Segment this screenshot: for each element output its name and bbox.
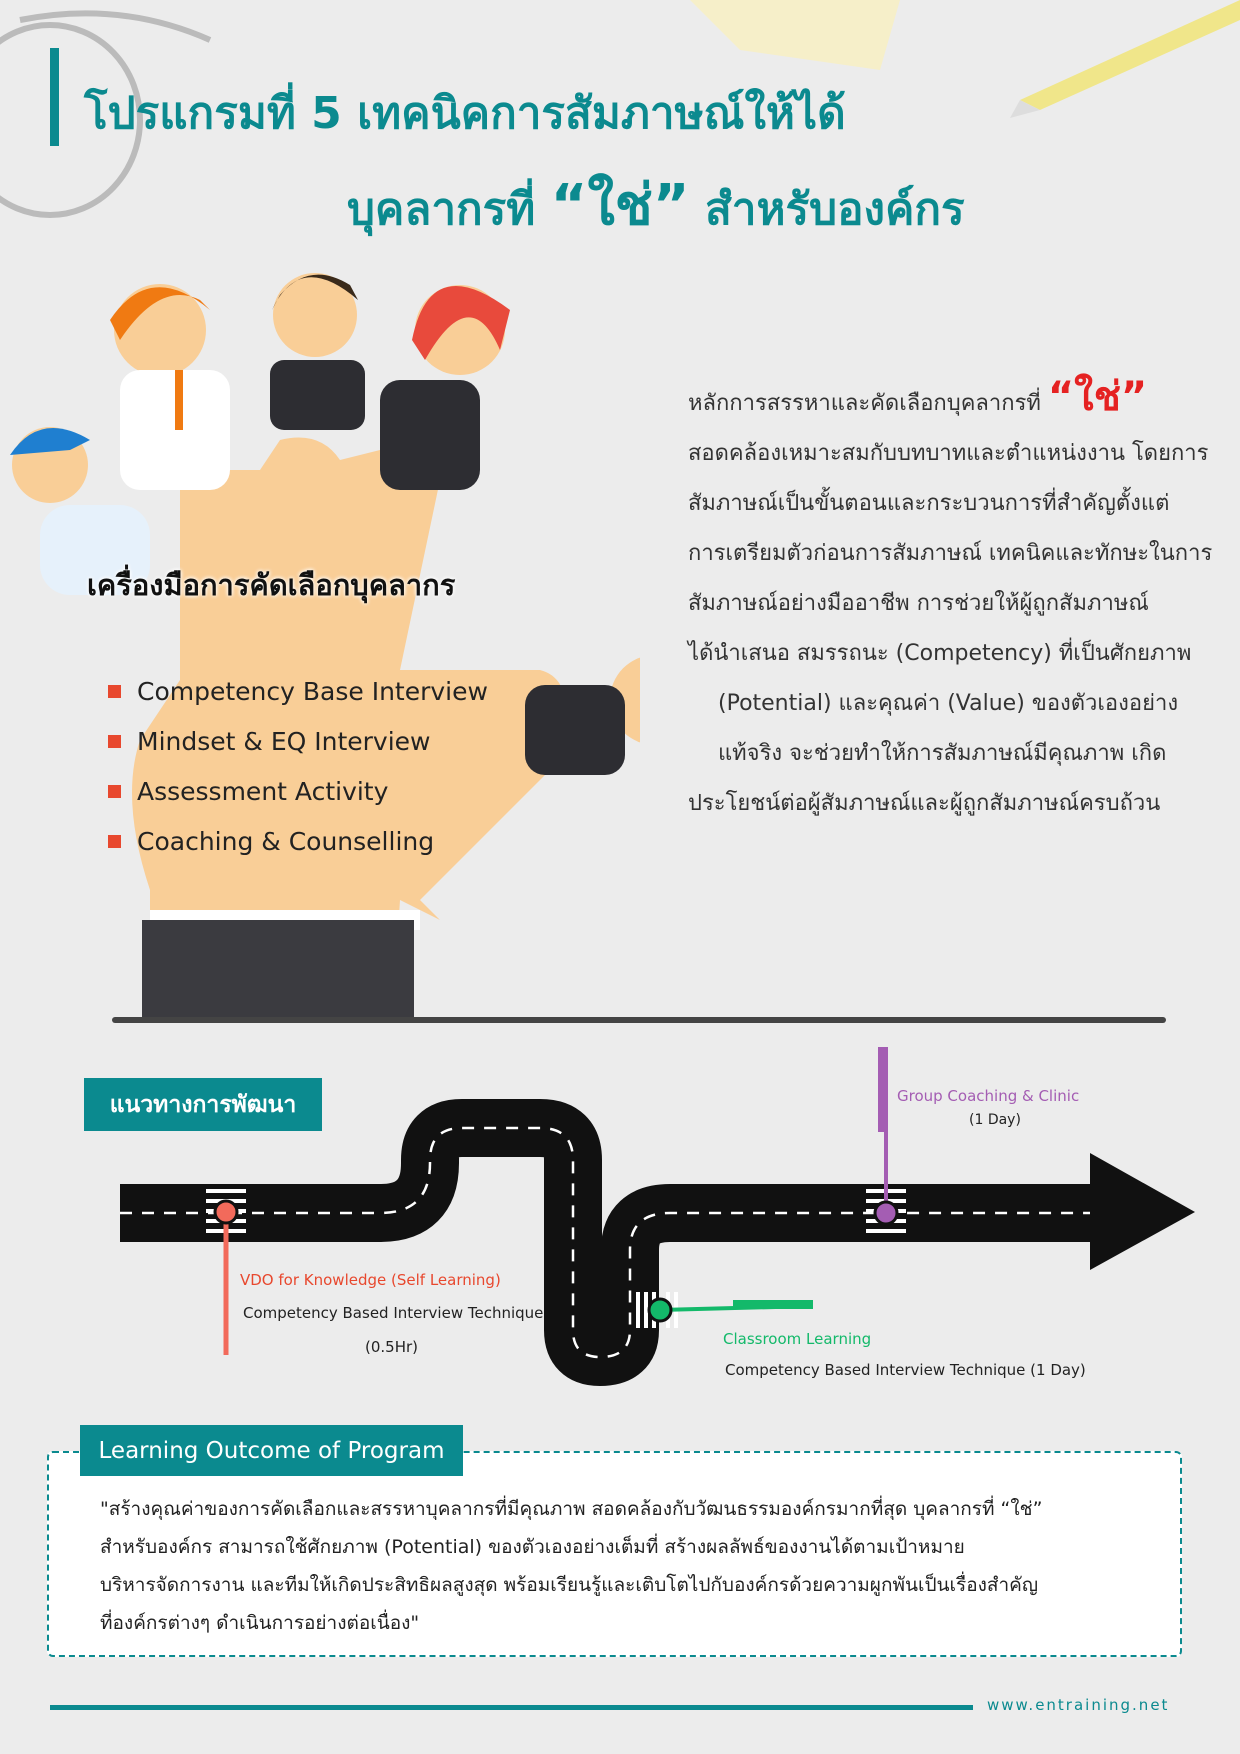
sleeve [142, 920, 414, 1020]
intro-line: สัมภาษณ์อย่างมืออาชีพ การช่วยให้ผู้ถูกสั… [688, 591, 1149, 616]
marker-vdo-icon [213, 1199, 239, 1355]
bullet-square-icon [108, 834, 121, 848]
intro-line: สัมภาษณ์เป็นขั้นตอนและกระบวนการที่สำคัญต… [688, 491, 1170, 516]
intro-line: สอดคล้องเหมาะสมกับบทบาทและตำแหน่งงาน โดย… [688, 441, 1209, 466]
arrowhead-icon [1090, 1153, 1195, 1270]
sticky-note-icon [690, 0, 900, 70]
intro-highlight: “ใช่” [1047, 374, 1148, 420]
outcome-line: สำหรับองค์กร สามารถใช้ศักยภาพ (Potential… [100, 1536, 965, 1558]
tool-item-label: Mindset & EQ Interview [137, 726, 431, 756]
person-blue-icon [10, 427, 150, 595]
bullet-square-icon [108, 734, 121, 748]
title-suffix: สำหรับองค์กร [704, 184, 965, 235]
tool-item: Assessment Activity [108, 766, 488, 816]
outcome-heading: Learning Outcome of Program [80, 1425, 463, 1476]
title-accent-bar [50, 48, 59, 146]
person-orange-icon [110, 284, 230, 490]
intro-line: แท้จริง จะช่วยทำให้การสัมภาษณ์มีคุณภาพ เ… [718, 741, 1167, 766]
step-classroom-title: Classroom Learning [723, 1330, 872, 1348]
road-center-line [120, 1126, 1095, 1359]
step-vdo-detail: Competency Based Interview Technique [243, 1304, 544, 1322]
background-decor [0, 0, 1240, 218]
pen-icon [1010, 0, 1240, 118]
outcome-text: "สร้างคุณค่าของการคัดเลือกและสรรหาบุคลาก… [100, 1490, 1160, 1642]
tool-item: Coaching & Counselling [108, 816, 488, 866]
page-title-line1: โปรแกรมที่ 5 เทคนิคการสัมภาษณ์ให้ได้ [84, 88, 846, 139]
outcome-line: บริหารจัดการงาน และทีมให้เกิดประสิทธิผลส… [100, 1574, 1039, 1596]
hand-illustration [10, 273, 640, 1020]
footer-line [50, 1705, 973, 1710]
bullet-square-icon [108, 784, 121, 798]
step-coaching-duration: (1 Day) [969, 1112, 1021, 1128]
intro-line: ได้นำเสนอ สมรรถนะ (Competency) ที่เป็นศั… [688, 641, 1192, 666]
step-classroom-detail: Competency Based Interview Technique (1 … [725, 1361, 1086, 1379]
intro-line: ประโยชน์ต่อผู้สัมภาษณ์และผู้ถูกสัมภาษณ์ค… [688, 791, 1161, 816]
title-quote: “ใช่” [550, 173, 690, 238]
glasses-icon [0, 10, 212, 218]
roadmap-label: แนวทางการพัฒนา [84, 1078, 322, 1131]
step-vdo-duration: (0.5Hr) [365, 1338, 419, 1356]
outcome-box [47, 1451, 1182, 1657]
road-path [120, 1099, 1095, 1386]
tool-item-label: Assessment Activity [137, 776, 389, 806]
person-red-hair-icon [380, 285, 510, 490]
tool-item: Competency Base Interview [108, 666, 488, 716]
title-prefix: บุคลากรที่ [347, 184, 536, 235]
tools-list: Competency Base Interview Mindset & EQ I… [108, 666, 488, 866]
intro-line: (Potential) และคุณค่า (Value) ของตัวเองอ… [718, 691, 1179, 716]
tool-item-label: Coaching & Counselling [137, 826, 435, 856]
person-hanging-icon [525, 657, 640, 775]
tool-item: Mindset & EQ Interview [108, 716, 488, 766]
section-divider [112, 1017, 1166, 1023]
outcome-line: ที่องค์กรต่างๆ ดำเนินการอย่างต่อเนื่อง" [100, 1612, 420, 1634]
page-title-line2: บุคลากรที่ “ใช่” สำหรับองค์กร [347, 160, 965, 249]
marker-classroom-icon [647, 1297, 813, 1323]
marker-coaching-icon [873, 1047, 899, 1226]
tools-heading: เครื่องมือการคัดเลือกบุคลากร [87, 568, 456, 602]
website-link[interactable]: www.entraining.net [987, 1696, 1170, 1714]
tool-item-label: Competency Base Interview [137, 676, 488, 706]
intro-line: การเตรียมตัวก่อนการสัมภาษณ์ เทคนิคและทัก… [688, 541, 1213, 566]
bullet-square-icon [108, 684, 121, 698]
person-glasses-icon [270, 273, 365, 430]
step-coaching-title: Group Coaching & Clinic [897, 1087, 1080, 1105]
intro-paragraph: หลักการสรรหาและคัดเลือกบุคลากรที่ “ใช่” … [688, 372, 1213, 829]
hand-shape [132, 437, 567, 1020]
step-vdo-title: VDO for Knowledge (Self Learning) [240, 1271, 501, 1289]
outcome-line: "สร้างคุณค่าของการคัดเลือกและสรรหาบุคลาก… [100, 1498, 1043, 1520]
intro-lead: หลักการสรรหาและคัดเลือกบุคลากรที่ [688, 391, 1041, 416]
